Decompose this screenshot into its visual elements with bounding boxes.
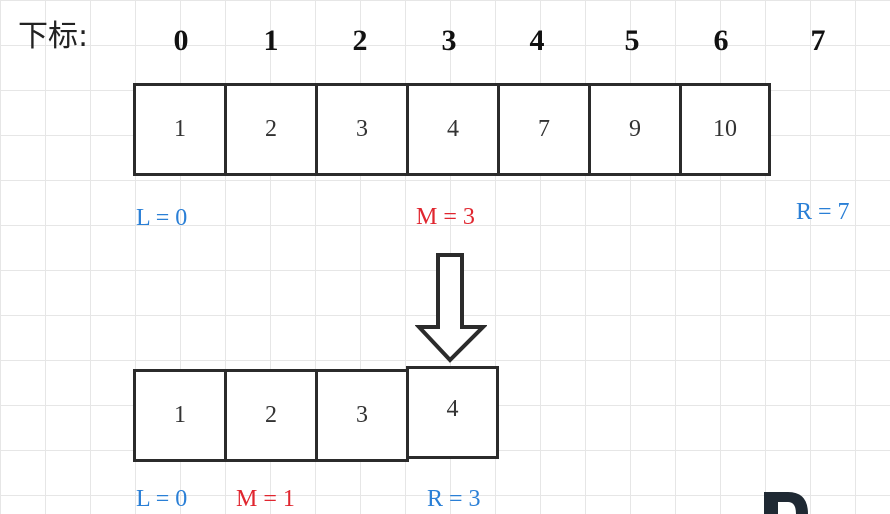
top-array: 1 2 3 4 7 9 10 bbox=[133, 83, 771, 176]
index-7: 7 bbox=[810, 24, 826, 57]
bottom-array-cell-3: 4 bbox=[406, 366, 499, 459]
top-left-pointer: L = 0 bbox=[136, 205, 188, 231]
bottom-array-cell-1: 2 bbox=[224, 369, 318, 462]
down-arrow-icon bbox=[415, 253, 487, 363]
index-6: 6 bbox=[713, 24, 729, 57]
top-array-cell-4: 7 bbox=[497, 83, 591, 176]
index-2: 2 bbox=[352, 24, 368, 57]
index-label: 下标: bbox=[18, 19, 89, 54]
bottom-array-cell-0: 1 bbox=[133, 369, 227, 462]
top-array-cell-5: 9 bbox=[588, 83, 682, 176]
bottom-array-cell-2: 3 bbox=[315, 369, 409, 462]
index-5: 5 bbox=[624, 24, 640, 57]
top-array-cell-1: 2 bbox=[224, 83, 318, 176]
bottom-right-pointer: R = 3 bbox=[427, 486, 481, 512]
top-array-cell-2: 3 bbox=[315, 83, 409, 176]
top-array-cell-6: 10 bbox=[679, 83, 771, 176]
bottom-left-pointer: L = 0 bbox=[136, 486, 188, 512]
top-mid-pointer: M = 3 bbox=[416, 204, 475, 230]
top-array-cell-0: 1 bbox=[133, 83, 227, 176]
index-3: 3 bbox=[441, 24, 457, 57]
bottom-array: 1 2 3 4 bbox=[133, 366, 499, 462]
index-1: 1 bbox=[263, 24, 279, 57]
top-right-pointer: R = 7 bbox=[796, 199, 850, 225]
bottom-mid-pointer: M = 1 bbox=[236, 486, 295, 512]
index-4: 4 bbox=[529, 24, 545, 57]
logo-icon bbox=[764, 492, 808, 514]
index-0: 0 bbox=[173, 24, 189, 57]
top-array-cell-3: 4 bbox=[406, 83, 500, 176]
